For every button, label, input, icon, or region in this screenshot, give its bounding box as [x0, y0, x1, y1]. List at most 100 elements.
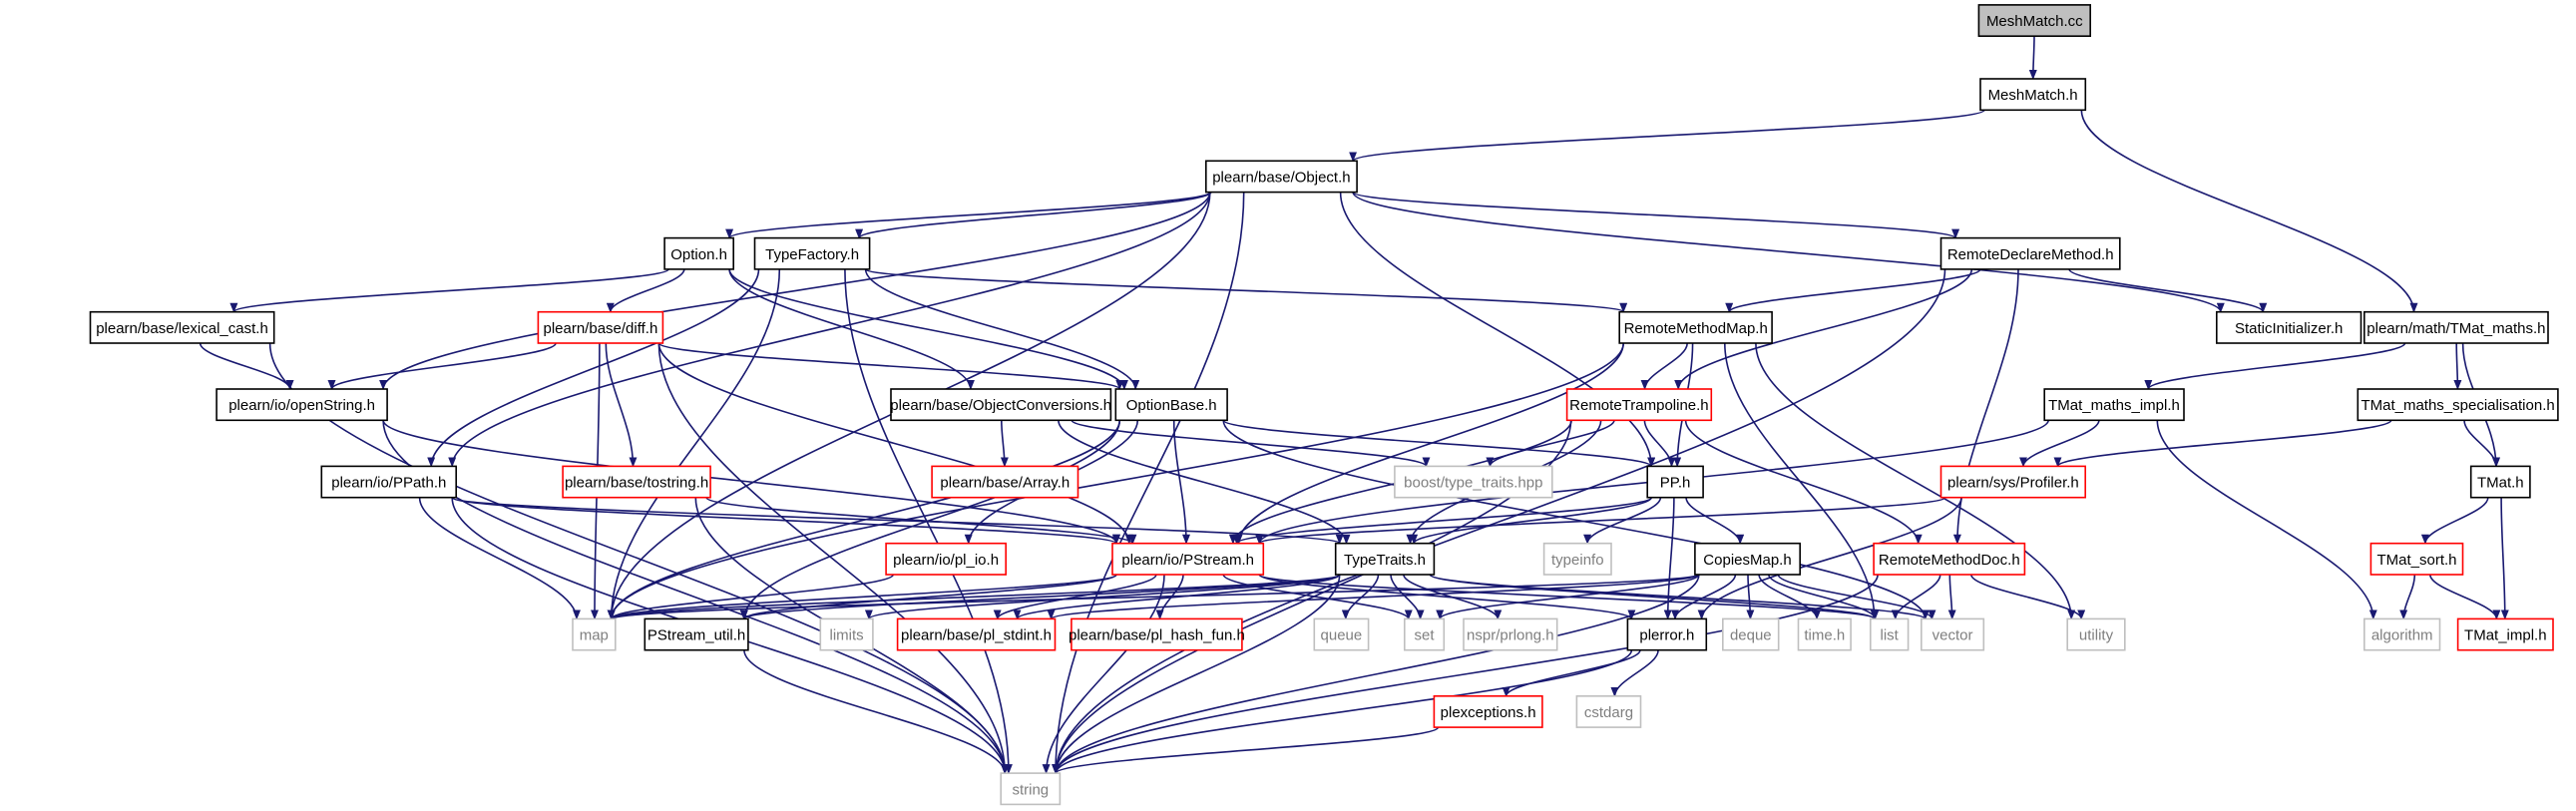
node-set: set: [1404, 617, 1446, 651]
node-box: [1873, 542, 2026, 576]
edge-option_h-to-diff_h: [606, 268, 685, 313]
edge-pstream_h-to-plerror_h: [1258, 574, 1636, 620]
edge-remotetrampoline_h-to-pp_h: [1643, 420, 1676, 468]
node-copiesmap-h[interactable]: CopiesMap.h: [1694, 542, 1802, 576]
node-label: plearn/io/openString.h: [228, 397, 375, 414]
node-label: MeshMatch.h: [1988, 87, 2078, 104]
node-box: [89, 310, 275, 344]
edge-copiesmap_h-to-time_h: [1758, 574, 1822, 620]
node-box: [2043, 388, 2185, 422]
node-box: [572, 617, 617, 651]
edge-copiesmap_h-to-map: [608, 574, 1700, 620]
node-string: string: [1000, 772, 1062, 806]
node-label: algorithm: [2371, 627, 2433, 644]
node-diff-h[interactable]: plearn/base/diff.h: [537, 310, 664, 344]
edge-typetraits_h-to-nspr_prlong_h: [1403, 574, 1503, 620]
edge-remotedeclaremethod_h-to-remotemethoddoc_h: [1952, 268, 2019, 545]
node-profiler-h[interactable]: plearn/sys/Profiler.h: [1939, 465, 2086, 499]
node-tmat-maths-h[interactable]: plearn/math/TMat_maths.h: [2363, 310, 2549, 344]
node-box: [819, 617, 874, 651]
node-box: [931, 465, 1079, 499]
node-lexical-cast-h[interactable]: plearn/base/lexical_cast.h: [89, 310, 275, 344]
node-option-h[interactable]: Option.h: [663, 236, 734, 270]
edge-typefactory_h-to-remotemethodmap_h: [864, 268, 1627, 313]
node-box: [1618, 310, 1773, 344]
node-remotemethodmap-h[interactable]: RemoteMethodMap.h: [1618, 310, 1773, 344]
node-typefactory-h[interactable]: TypeFactory.h: [753, 236, 871, 270]
node-box: [1114, 388, 1228, 422]
node-box: [1870, 617, 1910, 651]
node-optionbase-h[interactable]: OptionBase.h: [1114, 388, 1228, 422]
node-label: typeinfo: [1551, 552, 1604, 569]
edge-copiesmap_h-to-vector: [1777, 574, 1936, 620]
node-box: [1394, 465, 1553, 499]
edge-openstring_h-to-pstream_h: [382, 420, 1120, 545]
node-box: [1334, 542, 1436, 576]
node-label: deque: [1730, 627, 1772, 644]
edge-remotemethoddoc_h-to-vector: [1947, 574, 1956, 620]
node-pp-h[interactable]: PP.h: [1646, 465, 1704, 499]
edge-optionbase_h-to-pstream_util_h: [739, 420, 1121, 620]
node-tmat-h[interactable]: TMat.h: [2469, 465, 2531, 499]
node-remotemethoddoc-h[interactable]: RemoteMethodDoc.h: [1873, 542, 2026, 576]
node-label: RemoteMethodDoc.h: [1879, 552, 2020, 569]
node-ppath-h[interactable]: plearn/io/PPath.h: [320, 465, 457, 499]
node-label: RemoteTrampoline.h: [1569, 397, 1709, 414]
node-label: TMat_maths_specialisation.h: [2361, 397, 2554, 414]
edge-typetraits_h-to-set: [1390, 574, 1425, 620]
node-typetraits-h[interactable]: TypeTraits.h: [1334, 542, 1436, 576]
node-box: [1646, 465, 1704, 499]
node-label: RemoteDeclareMethod.h: [1947, 246, 2114, 263]
edge-pstream_h-to-string: [1042, 574, 1165, 775]
node-pl-io-h[interactable]: plearn/io/pl_io.h: [885, 542, 1007, 576]
node-remotedeclaremethod-h[interactable]: RemoteDeclareMethod.h: [1939, 236, 2121, 270]
node-box: [1433, 694, 1543, 728]
node-pl-hash-fun-h[interactable]: plearn/base/pl_hash_fun.h: [1069, 617, 1245, 651]
node-label: TypeTraits.h: [1344, 552, 1426, 569]
node-box: [1313, 617, 1370, 651]
node-remotetrampoline-h[interactable]: RemoteTrampoline.h: [1565, 388, 1713, 422]
edge-tmat_h-to-tmat_sort_h: [2420, 497, 2489, 545]
edge-tmat_sort_h-to-algorithm: [2399, 574, 2416, 620]
node-tostring-h[interactable]: plearn/base/tostring.h: [562, 465, 711, 499]
node-plerror-h[interactable]: plerror.h: [1626, 617, 1708, 651]
node-pstream-h[interactable]: plearn/io/PStream.h: [1111, 542, 1265, 576]
edge-profiler_h-to-pstream_h: [1255, 496, 1946, 545]
node-box: [215, 388, 388, 422]
node-staticinitializer-h[interactable]: StaticInitializer.h: [2216, 310, 2362, 344]
node-tmat-maths-impl-h[interactable]: TMat_maths_impl.h: [2043, 388, 2185, 422]
edge-tmat_sort_h-to-tmat_impl_h: [2429, 574, 2501, 620]
edge-object_h-to-option_h: [725, 191, 1211, 239]
node-box: [1565, 388, 1713, 422]
edge-remotemethodmap_h-to-remotetrampoline_h: [1640, 342, 1688, 390]
node-openstring-h[interactable]: plearn/io/openString.h: [215, 388, 388, 422]
node-time-h: time.h: [1797, 617, 1852, 651]
node-label: plearn/base/pl_stdint.h: [901, 627, 1052, 644]
edge-pstream_h-to-map: [607, 574, 1117, 620]
edge-diff_h-to-optionbase_h: [657, 342, 1124, 390]
node-label: plearn/base/Array.h: [940, 475, 1070, 492]
node-tmat-maths-specialisation-h[interactable]: TMat_maths_specialisation.h: [2357, 388, 2559, 422]
edge-optionbase_h-to-pp_h: [1222, 419, 1655, 468]
edge-ppath_h-to-pstream_h: [451, 496, 1120, 545]
edge-plerror_h-to-cstdarg: [1610, 649, 1659, 697]
node-tmat-impl-h[interactable]: TMat_impl.h: [2456, 617, 2554, 651]
node-tmat-sort-h[interactable]: TMat_sort.h: [2369, 542, 2464, 576]
node-meshmatch-cc[interactable]: MeshMatch.cc: [1977, 4, 2092, 37]
node-cstdarg: cstdarg: [1575, 694, 1642, 728]
node-pstream-util-h[interactable]: PStream_util.h: [644, 617, 749, 651]
edge-meshmatch_h-to-tmat_maths_h: [2080, 110, 2418, 313]
edge-option_h-to-optionbase_h: [728, 268, 1128, 390]
node-plexceptions-h[interactable]: plexceptions.h: [1433, 694, 1543, 728]
node-meshmatch-h[interactable]: MeshMatch.h: [1979, 78, 2087, 112]
node-array-h[interactable]: plearn/base/Array.h: [931, 465, 1079, 499]
node-object-h[interactable]: plearn/base/Object.h: [1205, 160, 1358, 194]
node-pl-stdint-h[interactable]: plearn/base/pl_stdint.h: [896, 617, 1057, 651]
node-objectconversions-h[interactable]: plearn/base/ObjectConversions.h: [890, 388, 1112, 422]
edge-copiesmap_h-to-string: [1052, 574, 1700, 775]
node-label: plerror.h: [1639, 627, 1694, 644]
node-box: [1205, 160, 1358, 194]
node-algorithm: algorithm: [2363, 617, 2441, 651]
edge-plexceptions_h-to-string: [1052, 726, 1440, 775]
